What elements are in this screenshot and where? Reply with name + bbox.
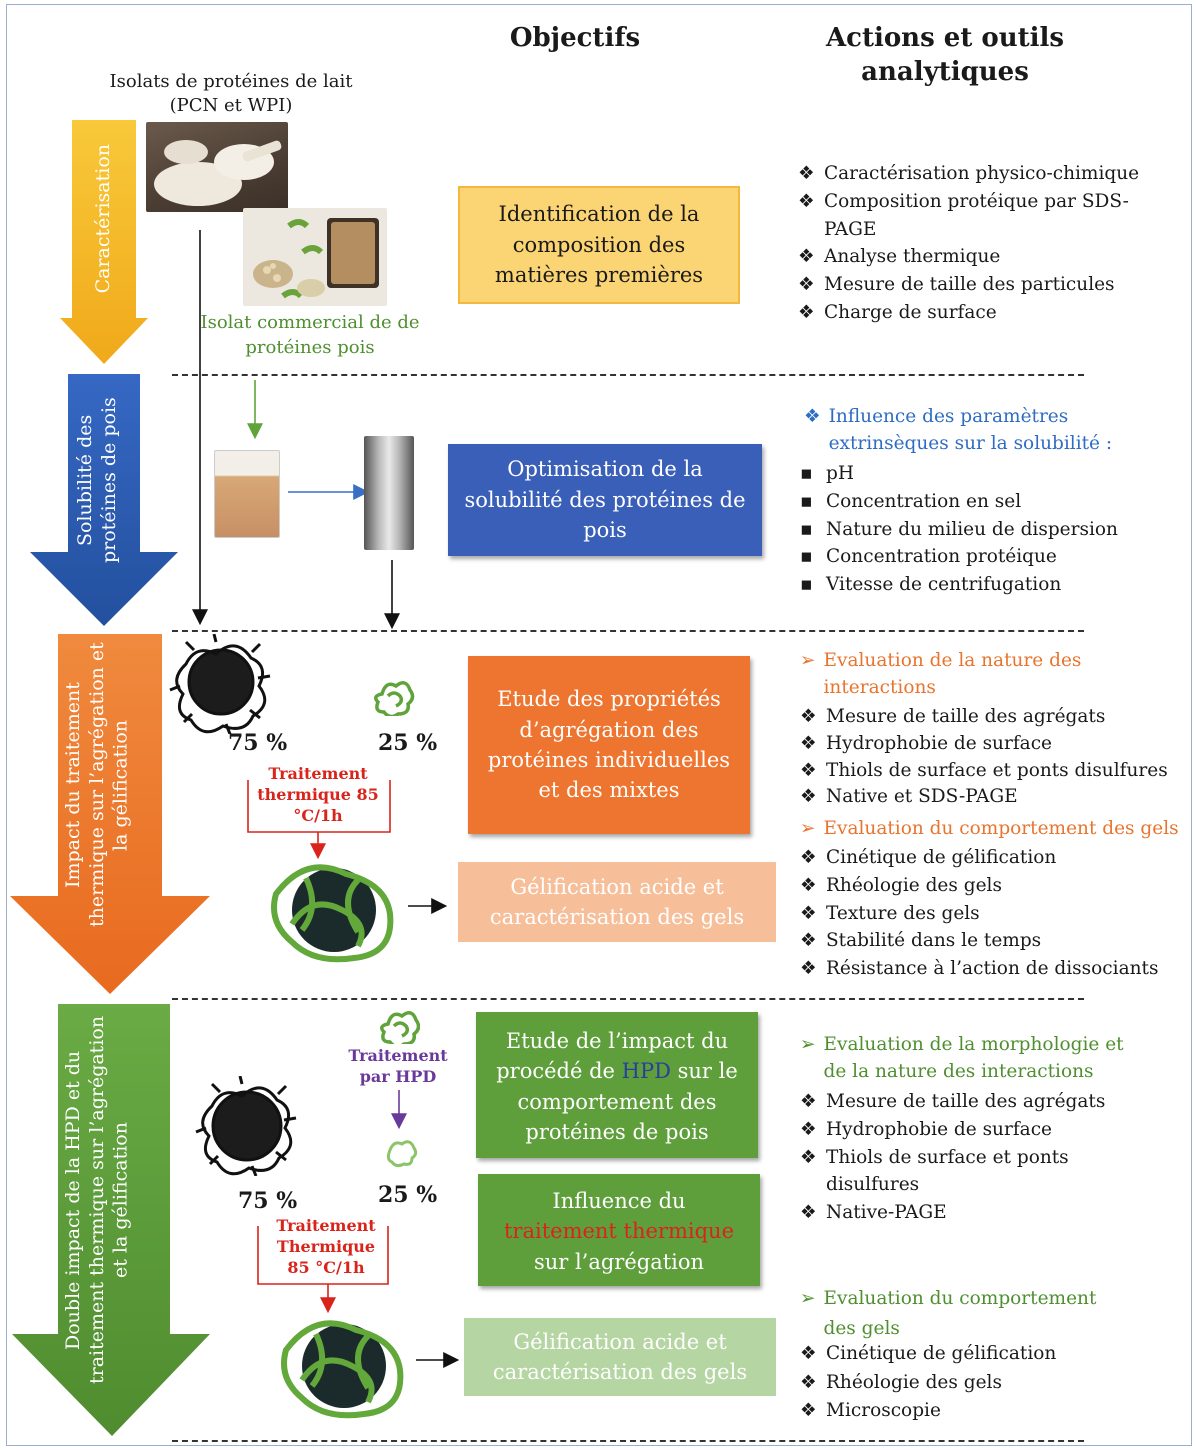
- milk-isolate-label: Isolats de protéines de lait (PCN et WPI…: [109, 71, 353, 117]
- stage-arrows: [10, 120, 210, 1436]
- action-item: ❖Mesure de taille des agrégats: [800, 1091, 1106, 1112]
- pct-pea-3: 25 %: [378, 730, 438, 756]
- actions-list-3a: ❖Mesure de taille des agrégats ❖Hydropho…: [800, 704, 1192, 811]
- heat-treatment-4: Traitement Thermique 85 °C/1h: [276, 1216, 376, 1277]
- action-item: ❖Native et SDS-PAGE: [800, 786, 1018, 808]
- actions-list-1: ❖Caractérisation physico-chimique ❖Compo…: [798, 160, 1178, 327]
- pea-small-icon-4: [386, 1140, 418, 1168]
- action-item: ❖Native-PAGE: [800, 1202, 947, 1223]
- action-item: ▪Nature du milieu de dispersion: [800, 518, 1118, 540]
- heat-treatment-3: Traitement thermique 85 °C/1h: [257, 764, 379, 825]
- milk-powder-icon: [154, 140, 282, 206]
- separator-1: [172, 374, 1084, 376]
- beaker-icon: [214, 450, 280, 538]
- figure-frame: [6, 4, 1192, 1446]
- pea-protein-photo: [243, 208, 387, 306]
- actions-list-2: ▪pH ▪Concentration en sel ▪Nature du mil…: [800, 460, 1160, 599]
- action-item: ▪Concentration en sel: [800, 490, 1022, 512]
- action-item: ❖Hydrophobie de surface: [800, 1118, 1053, 1140]
- objective-4: Etude de l’impact du procédé de HPD sur …: [476, 1012, 758, 1158]
- action-item: ▪pH: [800, 463, 854, 484]
- mixed-gel-icon-4: [281, 1320, 404, 1419]
- stage-arrow-4: [12, 1004, 210, 1436]
- action-item: ❖Mesure de taille des agrégats: [800, 706, 1106, 727]
- objective-3: Etude des propriétés d’agrégation des pr…: [468, 656, 750, 834]
- actions-list-4b: ❖Cinétique de gélification ❖Rhéologie de…: [800, 1340, 1130, 1426]
- stage-arrow-3: [10, 634, 210, 994]
- objective-1: Identification de la composition des mat…: [458, 186, 740, 304]
- gels-heading-3: ➢Evaluation du comportement des gels: [800, 818, 1179, 839]
- morphology-heading-4: ➢Evaluation de la morphologie et de la n…: [800, 1034, 1124, 1082]
- casein-aggregate-icon-4: [195, 1076, 297, 1176]
- action-item: ❖Rhéologie des gels: [800, 1371, 1002, 1393]
- header-actions: Actions et outils analytiques: [825, 23, 1065, 87]
- action-item: ❖Analyse thermique: [798, 246, 1001, 268]
- action-item: ❖Composition protéique par SDS-PAGE: [798, 190, 1129, 240]
- action-item: ❖Microscopie: [800, 1400, 941, 1422]
- casein-aggregate-icon: [169, 634, 271, 734]
- action-item: ▪Concentration protéique: [800, 546, 1057, 568]
- header-objectifs: Objectifs: [509, 23, 641, 53]
- pea-isolate-label: Isolat commercial de de protéines pois: [200, 312, 420, 359]
- action-item: ❖Mesure de taille des particules: [798, 274, 1115, 295]
- hpd-treatment-label: Traitement par HPD: [348, 1046, 448, 1086]
- pct-casein-3: 75 %: [228, 730, 288, 756]
- stage-arrow-2: [30, 374, 178, 626]
- actions-list-4a: ❖Mesure de taille des agrégats ❖Hydropho…: [800, 1088, 1110, 1227]
- mixed-gel-icon-3: [271, 864, 394, 963]
- gel-objective-3: Gélification acide et caractérisation de…: [458, 862, 776, 942]
- separator-2: [172, 630, 1084, 632]
- stage-arrow-1: [60, 120, 148, 364]
- action-item: ❖Stabilité dans le temps: [800, 930, 1042, 952]
- heat-highlight: traitement thermique: [503, 1219, 734, 1244]
- pct-casein-4: 75 %: [238, 1188, 298, 1214]
- action-item: ▪Vitesse de centrifugation: [800, 574, 1062, 595]
- pea-aggregate-icon-4: [380, 1011, 420, 1044]
- milk-powder-photo: [146, 122, 288, 212]
- action-item: ❖Cinétique de gélification: [800, 847, 1057, 868]
- solubility-heading: ❖Influence des paramètres extrinsèques s…: [804, 406, 1113, 454]
- centrifuge-tube-icon: [364, 436, 414, 550]
- objective-2: Optimisation de la solubilité des protéi…: [448, 444, 762, 556]
- action-item: ❖Texture des gels: [800, 902, 980, 924]
- pea-protein-icon: [253, 218, 379, 299]
- action-item: ❖Hydrophobie de surface: [800, 732, 1053, 754]
- pct-pea-4: 25 %: [378, 1182, 438, 1208]
- action-item: ❖Résistance à l’action de dissociants: [800, 958, 1159, 979]
- separator-4: [172, 1440, 1084, 1442]
- action-item: ❖Thiols de surface et ponts disulfures: [800, 759, 1168, 781]
- action-item: ❖Charge de surface: [798, 301, 997, 323]
- action-item: ❖Caractérisation physico-chimique: [798, 163, 1140, 184]
- actions-list-3b: ❖Cinétique de gélification ❖Rhéologie de…: [800, 844, 1192, 983]
- action-item: ❖Thiols de surface et ponts disulfures: [800, 1146, 1069, 1196]
- interactions-heading-3: ➢Evaluation de la nature des interaction…: [800, 650, 1082, 698]
- pea-aggregate-icon: [374, 681, 415, 716]
- gels-heading-4: ➢Evaluation du comportement des gels: [800, 1288, 1097, 1339]
- gel-objective-4: Gélification acide et caractérisation de…: [464, 1318, 776, 1396]
- action-item: ❖Rhéologie des gels: [800, 874, 1002, 896]
- separator-3: [172, 998, 1084, 1000]
- action-item: ❖Cinétique de gélification: [800, 1343, 1057, 1364]
- hpd-highlight: HPD: [621, 1059, 671, 1084]
